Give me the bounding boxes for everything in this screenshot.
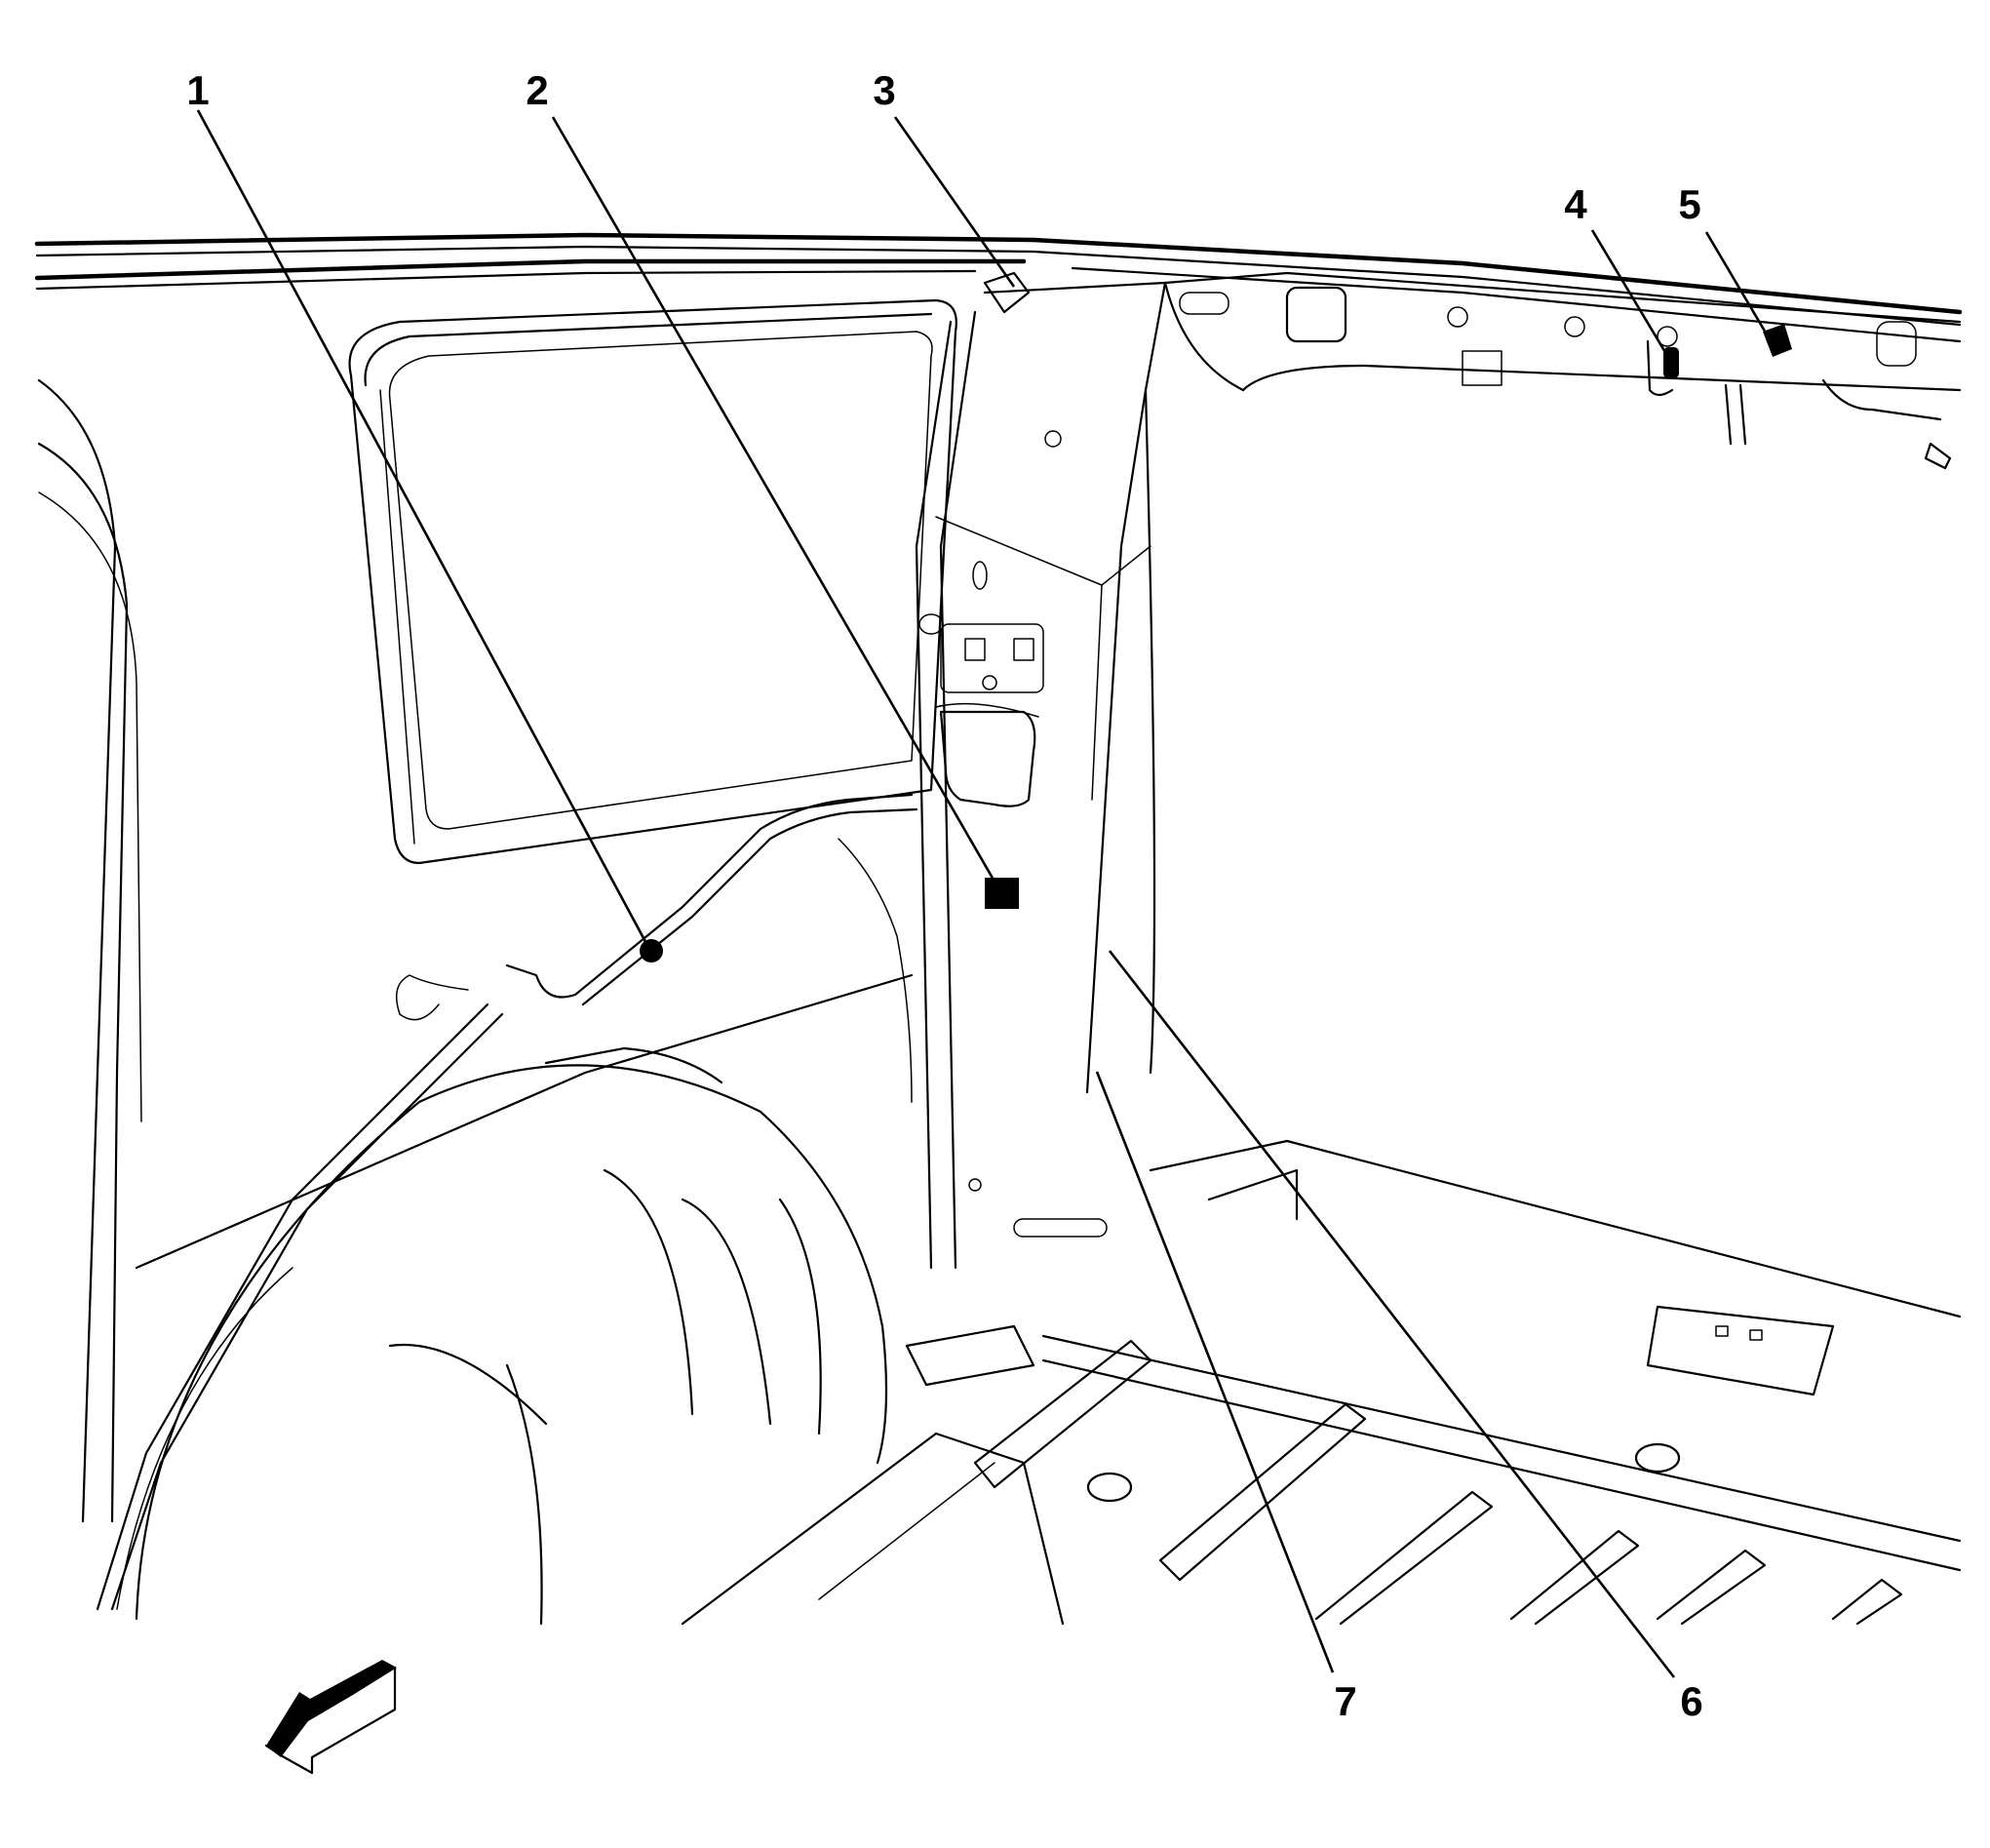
callout-1: 1 xyxy=(186,67,210,113)
rear-pillar-edge xyxy=(37,378,142,1523)
callout-6: 6 xyxy=(1680,1678,1703,1724)
callout-2: 2 xyxy=(526,67,549,113)
quarter-harness xyxy=(96,793,918,1611)
callout-5: 5 xyxy=(1678,181,1701,227)
quarter-window-opening xyxy=(348,298,957,865)
callout-4: 4 xyxy=(1564,181,1587,227)
leader-lines xyxy=(196,109,1772,1678)
callout-3: 3 xyxy=(873,67,896,113)
roof-rail xyxy=(34,232,1963,343)
rear-wheelhouse xyxy=(116,1046,888,1626)
roof-inner-rail xyxy=(1163,271,1962,470)
floor-panel xyxy=(135,973,1962,1626)
b-pillar xyxy=(915,271,1245,1270)
front-of-vehicle-arrow-icon xyxy=(264,1660,397,1775)
callout-7: 7 xyxy=(1334,1678,1357,1724)
